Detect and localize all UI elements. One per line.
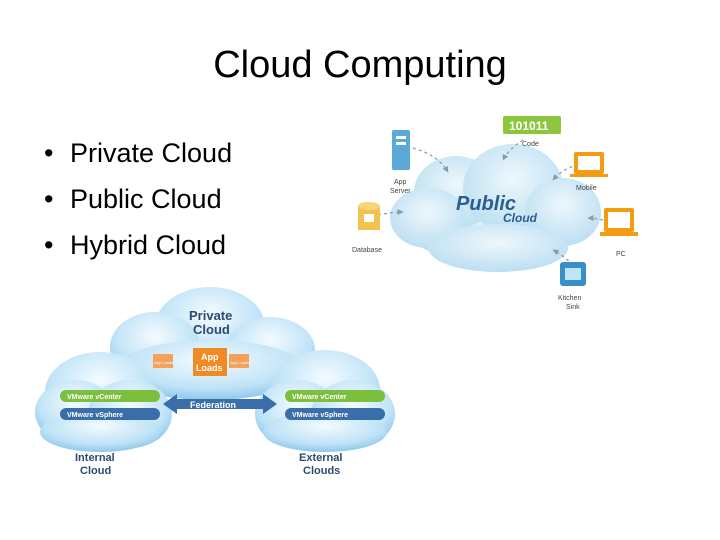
right-vsphere-bar [285, 408, 385, 420]
database-label: Database [352, 247, 382, 254]
code-label: Code [522, 141, 539, 148]
database-icon [358, 202, 380, 230]
app-server-label-1: App [394, 179, 407, 186]
mobile-label: Mobile [576, 185, 597, 192]
mobile-icon [570, 152, 608, 177]
kitchen-sink-label-2: Sink [566, 304, 580, 311]
left-vcenter-label: VMware vCenter [67, 394, 122, 401]
bullet-dot: • [44, 230, 54, 260]
bullet-item: • Public Cloud [44, 176, 232, 222]
federation-label: Federation [190, 400, 236, 410]
app-loads-label-2: Loads [196, 363, 223, 373]
right-vcenter-label: VMware vCenter [292, 394, 347, 401]
app-server-label-2: Server [390, 188, 411, 195]
public-cloud-label-2: Cloud [503, 211, 538, 225]
code-box [503, 116, 561, 134]
external-cloud-label-1: External [299, 452, 342, 464]
federation-arrow [163, 394, 277, 414]
public-cloud-shape [390, 144, 601, 272]
slide-title: Cloud Computing [213, 44, 507, 86]
bullet-label: Public Cloud [70, 184, 222, 214]
app-load-box-left [153, 354, 173, 368]
code-box-text: 101011 [509, 119, 549, 133]
internal-cloud-label-1: Internal [75, 452, 115, 464]
kitchen-sink-label-1: Kitchen [558, 295, 581, 302]
left-vsphere-bar [60, 408, 160, 420]
app-load-box-right-text: App Loads [230, 360, 249, 365]
internal-cloud-label-2: Cloud [80, 465, 111, 477]
bullet-dot: • [44, 184, 54, 214]
app-load-box-right [229, 354, 249, 368]
external-cloud-label-2: Clouds [303, 465, 340, 477]
hybrid-cloud-diagram: Private Cloud App Loads App Loads App Lo… [35, 287, 395, 477]
app-load-box-center [193, 348, 227, 376]
bullet-dot: • [44, 138, 54, 168]
pc-label: PC [616, 251, 626, 258]
app-loads-label-1: App [201, 352, 219, 362]
right-vsphere-label: VMware vSphere [292, 412, 348, 419]
left-vcenter-bar [60, 390, 160, 402]
bullet-label: Hybrid Cloud [70, 230, 227, 260]
bullet-list: • Private Cloud • Public Cloud • Hybrid Clo… [44, 130, 232, 268]
private-cloud-label-1: Private [189, 308, 232, 323]
private-cloud-label-2: Cloud [193, 322, 230, 337]
public-cloud-label-1: Public [456, 193, 516, 215]
public-cloud-diagram: Public Cloud 101011 Code App Server [352, 116, 638, 311]
app-load-box-left-text: App Loads [154, 360, 173, 365]
bullet-item: • Hybrid Cloud [44, 222, 232, 268]
bullet-item: • Private Cloud [44, 130, 232, 176]
left-vsphere-label: VMware vSphere [67, 412, 123, 419]
kitchen-sink-icon [560, 262, 586, 286]
pc-icon [600, 208, 638, 236]
bullet-label: Private Cloud [70, 138, 233, 168]
server-icon [392, 130, 410, 170]
right-vcenter-bar [285, 390, 385, 402]
